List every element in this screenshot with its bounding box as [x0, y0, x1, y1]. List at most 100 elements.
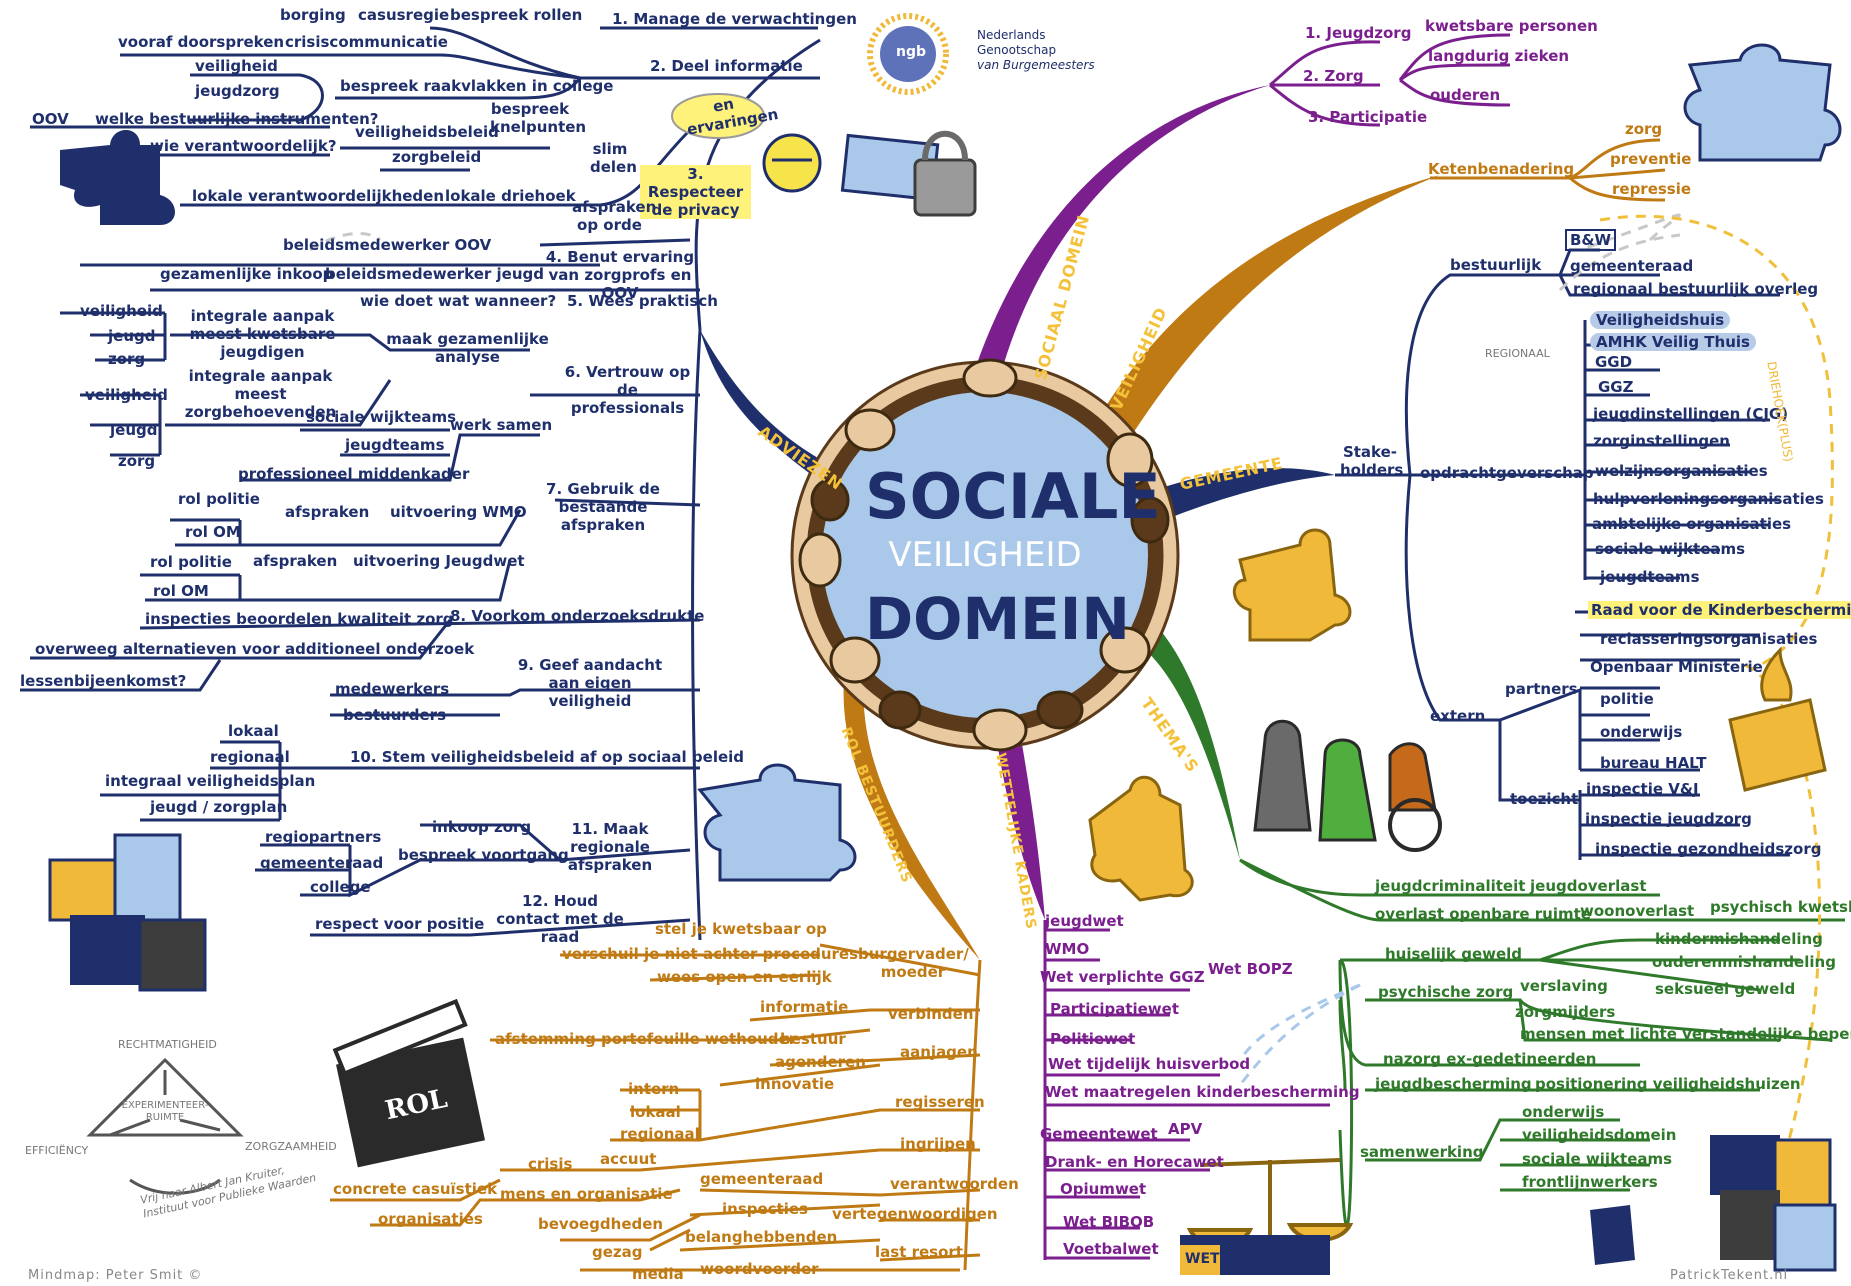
puzzle-cluster-right — [1590, 1135, 1837, 1272]
puzzle-piece-gold-center-right — [1232, 528, 1352, 642]
rol-regionaal: regionaal — [620, 1125, 700, 1143]
ingrijpen: ingrijpen — [900, 1135, 976, 1153]
nazorg: nazorg ex-gedetineerden — [1383, 1050, 1597, 1068]
ketenbenadering: Ketenbenadering — [1428, 160, 1575, 178]
gezag: gezag — [592, 1243, 643, 1261]
gemeente-lines — [1335, 248, 1830, 860]
bestuurders: bestuurders — [343, 706, 447, 724]
gem-jeugdteams: jeugdteams — [1600, 568, 1700, 586]
cloud-icon — [671, 93, 765, 139]
puzzle-piece-blue-top-right — [1683, 43, 1842, 162]
bureau-halt: bureau HALT — [1600, 754, 1707, 772]
veil-preventie: preventie — [1610, 150, 1692, 168]
wet-ggz: Wet verplichte GGZ — [1040, 968, 1205, 986]
rol-media: media — [632, 1265, 684, 1283]
wet-drank-horeca: Drank- en Horecawet — [1045, 1153, 1224, 1171]
police-emblem-icon — [1728, 646, 1827, 792]
opdrachtgeverschap: opdrachtgeverschap — [1420, 464, 1594, 482]
gem-politie: politie — [1600, 690, 1654, 708]
partners: partners — [1505, 680, 1578, 698]
toezicht: toezicht — [1510, 790, 1579, 808]
welke-instrumenten: welke bestuurlijke instrumenten? — [95, 110, 379, 128]
hulpverleningsorganisaties: hulpverleningsorganisaties — [1593, 490, 1824, 508]
sociaal-zorg: 2. Zorg — [1303, 67, 1364, 85]
wet-kinderbescherming: Wet maatregelen kinderbescherming — [1045, 1083, 1360, 1101]
belanghebbenden: belanghebbenden — [685, 1228, 838, 1246]
uitvoering-wmo: uitvoering WMO — [390, 503, 527, 521]
wet-participatie: Participatiewet — [1050, 1000, 1180, 1018]
lokale-verantw: lokale verantwoordelijkheden — [192, 187, 445, 205]
wet-politie: Politiewet — [1050, 1030, 1136, 1048]
zorginstellingen: zorginstellingen — [1593, 432, 1730, 450]
positionering: positionering veiligheidshuizen — [1535, 1075, 1801, 1093]
samenwerking: samenwerking — [1360, 1143, 1484, 1161]
aanjagen: aanjagen — [900, 1043, 978, 1061]
lokale-driehoek: lokale driehoek — [445, 187, 576, 205]
beleidsmedewerker-jeugd: beleidsmedewerker jeugd — [325, 265, 545, 283]
wet-huisverbod: Wet tijdelijk huisverbod — [1048, 1055, 1251, 1073]
wie-verantwoordelijk: wie verantwoordelijk? — [150, 137, 337, 155]
rol-informatie: informatie — [760, 998, 849, 1016]
triangle-right: ZORGZAAMHEID — [245, 1140, 337, 1153]
rol-lines — [330, 943, 982, 1272]
jeugd-zorgplan: jeugd / zorgplan — [150, 798, 288, 816]
footer-right: PatrickTekent.nl — [1670, 1268, 1789, 1283]
verslaving: verslaving — [1520, 977, 1608, 995]
rol-intern: intern — [628, 1080, 680, 1098]
wie-doet-wat: wie doet wat wanneer? — [360, 292, 557, 310]
langdurig-zieken: langdurig zieken — [1428, 47, 1570, 65]
concrete-casuistiek: concrete casuïstiek — [333, 1180, 498, 1198]
book-label: WET — [1185, 1251, 1220, 1267]
branch-ribbon-gemeente — [1130, 468, 1335, 530]
puzzle-piece-blue-bottom-center — [697, 763, 857, 882]
wet-voetbal: Voetbalwet — [1063, 1240, 1159, 1258]
inspectie-vj: inspectie V&J — [1586, 780, 1699, 798]
adv-veiligheid: veiligheid — [195, 57, 278, 75]
vertegenwoordigen: vertegenwoordigen — [832, 1205, 998, 1223]
bestuurlijk: bestuurlijk — [1450, 256, 1542, 274]
respect-positie: respect voor positie — [315, 915, 485, 933]
psychische-zorg: psychische zorg — [1378, 983, 1514, 1001]
maak-analyse: maak gezamenlijke analyse — [386, 330, 549, 366]
rol-om-2: rol OM — [153, 582, 209, 600]
adv-lokaal: lokaal — [228, 722, 279, 740]
beleidsmedewerker-oov: beleidsmedewerker OOV — [283, 236, 492, 254]
wet-bopz: Wet BOPZ — [1208, 960, 1293, 978]
advies-4: 4. Benut ervaring van zorgprofs en OOV — [545, 248, 695, 302]
lessenbijeenkomst: lessenbijeenkomst? — [20, 672, 187, 690]
bespreek-knelpunten: bespreek knelpunten — [490, 100, 587, 136]
jeugdbescherming: jeugdbescherming — [1375, 1075, 1532, 1093]
triangle-diagram — [86, 1057, 244, 1195]
adv-sociale-wijkteams: sociale wijkteams — [306, 408, 457, 426]
center-title-line3: DOMEIN — [865, 585, 1130, 653]
rol-lokaal: lokaal — [630, 1103, 681, 1121]
wet-gemeentewet: Gemeentewet — [1040, 1125, 1158, 1143]
bespreek-voortgang: bespreek voortgang — [398, 846, 569, 864]
regiopartners: regiopartners — [265, 828, 382, 846]
puzzle-piece-navy-top-left — [60, 130, 175, 225]
adv-veiligheidsbeleid: veiligheidsbeleid — [355, 123, 499, 141]
uitvoering-jw: uitvoering Jeugdwet — [353, 552, 525, 570]
inspectie-jeugdzorg: inspectie jeugdzorg — [1585, 810, 1752, 828]
adv-college: college — [310, 878, 371, 896]
adv-gemeenteraad: gemeenteraad — [260, 854, 384, 872]
lock-icon — [913, 130, 977, 217]
law-book-icon — [1180, 1235, 1330, 1275]
accuut: accuut — [600, 1150, 657, 1168]
logo-line-2: Genootschap — [977, 43, 1057, 57]
advies-8: 8. Voorkom onderzoeksdrukte — [450, 607, 705, 625]
rol-gemeenteraad: gemeenteraad — [700, 1170, 824, 1188]
bevoegdheden: bevoegdheden — [538, 1215, 664, 1233]
crisiscommunicatie: crisiscommunicatie — [285, 33, 448, 51]
werk-samen: werk samen — [450, 416, 553, 434]
huiselijk-geweld: huiselijk geweld — [1385, 945, 1523, 963]
wees-open: wees open en eerlijk — [657, 968, 832, 986]
woonoverlast: woonoverlast — [1580, 902, 1695, 920]
seksueel-geweld: seksueel geweld — [1655, 980, 1796, 998]
wetten-lines — [1043, 920, 1330, 1260]
scales-icon — [1186, 1158, 1354, 1247]
kindermishandeling: kindermishandeling — [1655, 930, 1823, 948]
rol-om: rol OM — [185, 523, 241, 541]
inkoop-zorg: inkoop zorg — [432, 818, 532, 836]
jeugdinstellingen: jeugdinstellingen (CJG) — [1593, 405, 1789, 423]
